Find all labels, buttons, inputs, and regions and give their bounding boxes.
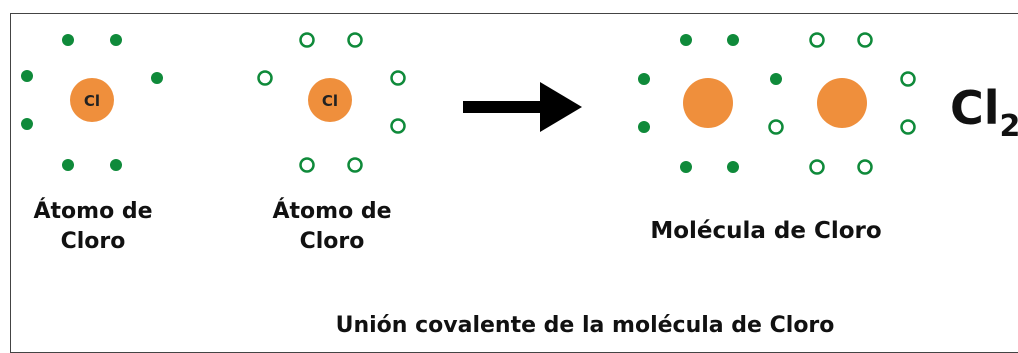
molecule-electron: [809, 159, 825, 175]
atom-1-electron: [110, 159, 122, 171]
shared-electron: [770, 73, 782, 85]
molecule-electron: [900, 71, 916, 87]
atom-1: Cl: [21, 34, 163, 171]
molecule-electron: [809, 32, 825, 48]
atom-2-electron: [299, 157, 315, 173]
atom-2-electron: [299, 32, 315, 48]
atom-1-electron: [151, 72, 163, 84]
atom-2-electron: [390, 70, 406, 86]
atom-1-electron: [21, 118, 33, 130]
molecule-electron: [857, 159, 873, 175]
molecule-formula: Cl2: [950, 78, 1018, 157]
molecule-electron: [680, 161, 692, 173]
molecule-electron: [727, 161, 739, 173]
molecule-label: Molécula de Cloro: [650, 218, 882, 244]
molecule-nucleus-right: [817, 78, 867, 128]
molecule-electron: [638, 121, 650, 133]
atom-1-electron: [62, 159, 74, 171]
atom-2: Cl: [257, 32, 406, 173]
molecule: [638, 32, 916, 175]
atom-2-label-line1: Átomo de: [272, 199, 392, 224]
atom-2-label-line2: Cloro: [299, 229, 365, 254]
atom-2-nucleus: [308, 78, 352, 122]
atom-2-electron: [257, 70, 273, 86]
molecule-electron: [638, 73, 650, 85]
molecule-electron: [857, 32, 873, 48]
molecule-electron: [727, 34, 739, 46]
covalent-bond-diagram: Cl Cl: [21, 32, 916, 175]
atom-2-electron: [347, 157, 363, 173]
atom-2-electron: [347, 32, 363, 48]
formula-subscript: 2: [999, 109, 1018, 144]
atom-2-electron: [390, 118, 406, 134]
molecule-electron: [680, 34, 692, 46]
atom-2-symbol: Cl: [322, 92, 338, 110]
reaction-arrow-icon: [463, 82, 582, 132]
diagram-caption: Unión covalente de la molécula de Cloro: [335, 313, 835, 338]
atom-1-nucleus: [70, 78, 114, 122]
atom-1-electron: [21, 70, 33, 82]
atom-1-electron: [62, 34, 74, 46]
molecule-electron: [900, 119, 916, 135]
atom-1-label-line2: Cloro: [60, 229, 126, 254]
atom-2-label: Átomo de Cloro: [232, 197, 432, 257]
molecule-nucleus-left: [683, 78, 733, 128]
shared-electron: [768, 119, 784, 135]
atom-1-symbol: Cl: [84, 92, 100, 110]
atom-1-label-line1: Átomo de: [33, 199, 153, 224]
formula-base: Cl: [950, 81, 1000, 135]
atom-1-electron: [110, 34, 122, 46]
atom-1-label: Átomo de Cloro: [0, 197, 193, 257]
